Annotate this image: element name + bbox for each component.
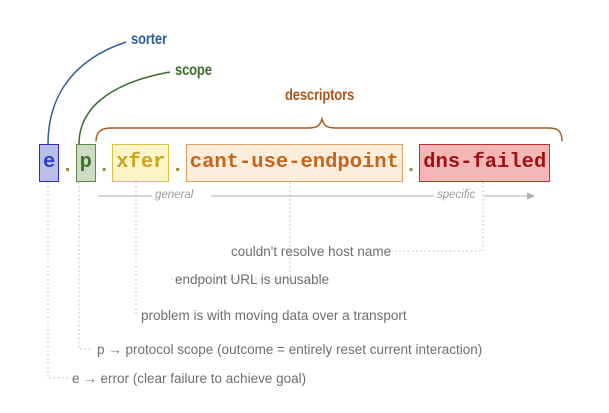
- scope-callout-curve: [78, 71, 171, 145]
- leader-cue: [170, 182, 291, 280]
- token-cant-use-endpoint[interactable]: cant-use-endpoint: [185, 144, 403, 182]
- token-separator-1: .: [61, 154, 74, 178]
- axis-label-general: general: [155, 189, 194, 201]
- axis-label-specific: specific: [437, 189, 476, 201]
- generality-axis-arrowhead: [527, 192, 535, 200]
- descriptors-brace: [95, 116, 563, 142]
- token-p[interactable]: p: [75, 144, 96, 182]
- leader-e: [47, 182, 68, 379]
- note-xfer: problem is with moving data over a trans…: [141, 308, 407, 323]
- leader-lines: [47, 182, 484, 379]
- leader-p: [78, 182, 93, 350]
- leader-xfer: [135, 182, 137, 316]
- code-token-row: e . p . xfer . cant-use-endpoint . dns-f…: [39, 144, 551, 182]
- token-xfer[interactable]: xfer: [112, 144, 170, 182]
- token-separator-2: .: [97, 154, 111, 178]
- token-e[interactable]: e: [39, 144, 60, 182]
- callout-label-scope: scope: [175, 62, 212, 79]
- sorter-callout-curve: [47, 41, 127, 145]
- token-separator-4: .: [404, 154, 418, 178]
- note-dns-failed: couldn't resolve host name: [231, 244, 392, 259]
- callout-label-descriptors: descriptors: [285, 87, 355, 104]
- token-separator-3: .: [171, 154, 184, 178]
- note-e: e → error (clear failure to achieve goal…: [72, 371, 307, 386]
- callout-label-sorter: sorter: [131, 31, 167, 48]
- token-dns-failed[interactable]: dns-failed: [419, 144, 551, 182]
- note-cant-use-endpoint: endpoint URL is unusable: [175, 272, 330, 287]
- note-p: p → protocol scope (outcome = entirely r…: [97, 342, 483, 357]
